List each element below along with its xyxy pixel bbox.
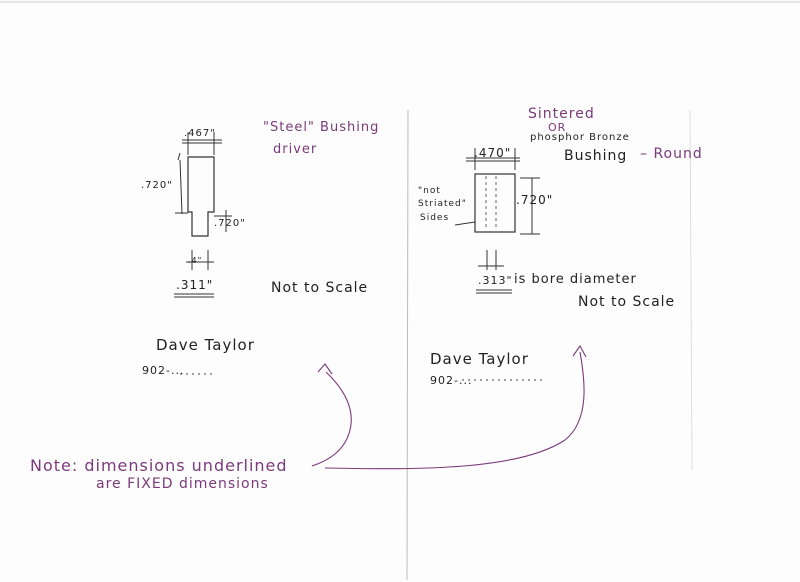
- left-dim-top: .467": [184, 128, 216, 139]
- left-title-line2: driver: [273, 142, 318, 157]
- right-dimension-marks: [454, 148, 540, 294]
- left-author: Dave Taylor: [156, 336, 255, 354]
- left-dim-shaft: .720": [214, 218, 246, 229]
- right-bore-note: is bore diameter: [514, 272, 637, 287]
- right-title-line2: OR: [548, 121, 567, 134]
- note-line2: are FIXED dimensions: [96, 476, 269, 492]
- right-part-bore-lines: [485, 176, 497, 230]
- note-arrows: [311, 344, 587, 470]
- right-side-note-2: Striated": [418, 199, 467, 209]
- right-part-outline: [474, 173, 516, 233]
- right-dim-height: .720": [516, 193, 554, 207]
- right-scale-note: Not to Scale: [578, 294, 676, 310]
- right-author: Dave Taylor: [430, 350, 529, 368]
- right-side-note-1: "not: [418, 186, 441, 196]
- left-part-outline: [187, 156, 215, 237]
- right-title-line1: Sintered: [528, 106, 595, 122]
- right-dim-top: .470": [474, 146, 512, 160]
- right-side-note-3: Sides: [420, 213, 450, 223]
- right-title-line4b: – Round: [640, 146, 703, 162]
- page-divider: [406, 109, 409, 581]
- left-dim-small: .4": [188, 256, 203, 265]
- left-dim-bottom: .311": [176, 278, 214, 292]
- left-title-line1: "Steel" Bushing: [263, 120, 380, 135]
- left-scale-note: Not to Scale: [271, 280, 369, 296]
- left-dimension-marks: [174, 132, 232, 298]
- left-dim-height: .720": [141, 180, 173, 191]
- right-dim-bore: .313": [478, 274, 513, 287]
- note-line1: Note: dimensions underlined: [30, 456, 288, 475]
- right-phone: 902-...: [430, 374, 473, 387]
- right-title-line4a: Bushing: [564, 148, 628, 164]
- right-margin-line: [689, 109, 693, 471]
- left-phone: 902-...: [142, 364, 185, 377]
- right-title-line3: phosphor Bronze: [530, 132, 630, 143]
